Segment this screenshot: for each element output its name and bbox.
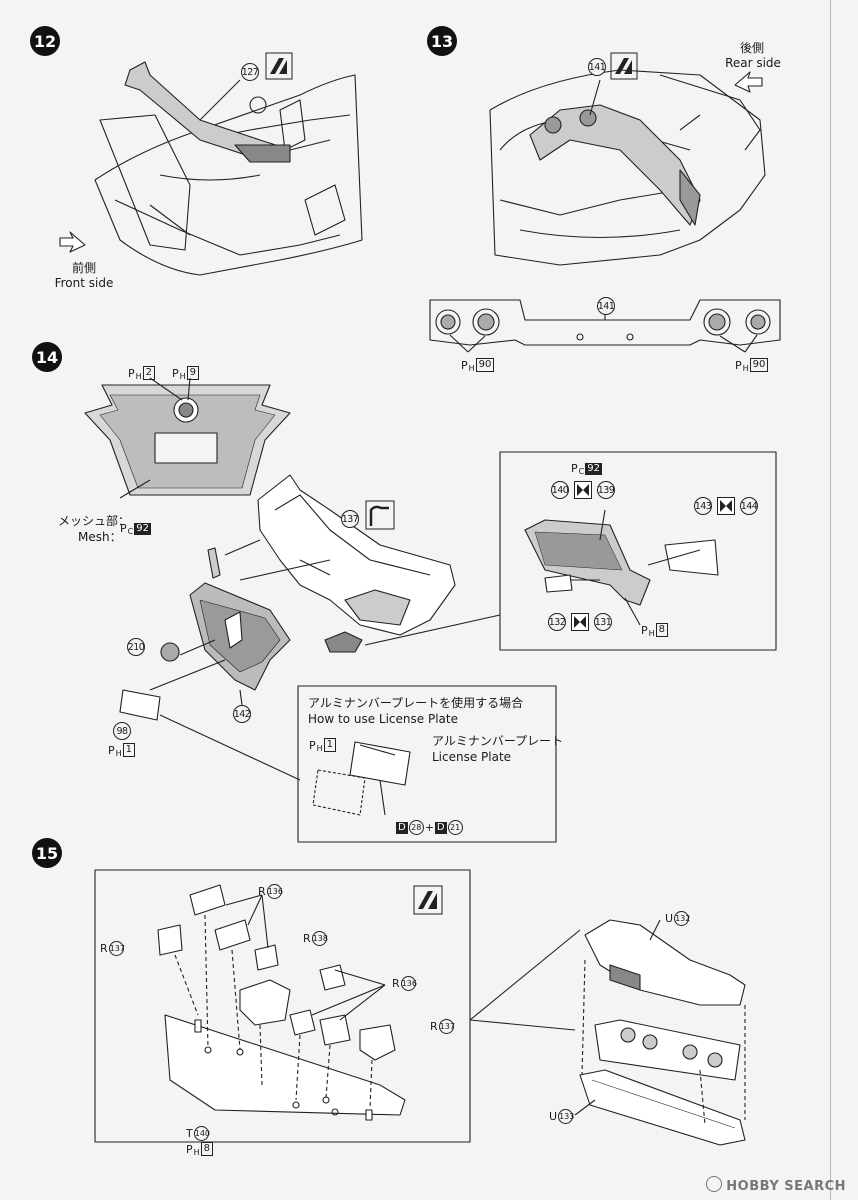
clear-parts-icon	[574, 481, 592, 499]
part-143-label: 143	[694, 497, 712, 515]
license-title-jp: アルミナンバープレートを使用する場合	[308, 696, 524, 710]
part-141-detail-label: 141	[597, 297, 615, 315]
part-141-label: 141	[588, 58, 606, 76]
watermark-text: HOBBY SEARCH	[726, 1179, 846, 1194]
front-side-jp: 前側	[71, 261, 96, 275]
rear-side-jp: 後側	[739, 41, 764, 55]
part-137-label: 137	[341, 510, 359, 528]
clear-parts-icon-3	[571, 613, 589, 631]
mesh-label-jp: メッシュ部：	[58, 514, 131, 528]
part-131-label: 131	[594, 613, 612, 631]
cement-icon-13	[610, 52, 638, 80]
part-132-label: 132	[548, 613, 566, 631]
step15-left-frame	[94, 869, 471, 1143]
rear-arrow-13	[734, 71, 763, 93]
step-12-badge: 12	[30, 26, 60, 56]
license-plate-drawing	[349, 741, 411, 786]
cement-icon	[265, 52, 293, 80]
part-127-label: 127	[241, 63, 259, 81]
step14-inset-frame	[499, 451, 777, 651]
decal-d28-d21: D 28 + D 21	[396, 820, 463, 835]
mesh-label-en: Mesh：	[78, 530, 122, 544]
part-144-label: 144	[740, 497, 758, 515]
license-plate-en: License Plate	[432, 750, 512, 764]
front-side-en: Front side	[54, 276, 114, 290]
step14-side-vent	[324, 631, 363, 653]
step14-grille-frame	[189, 582, 291, 706]
step14-emblem-210	[160, 642, 180, 662]
step15-rear-lamp-housing	[579, 919, 746, 1146]
part-142-label: 142	[233, 705, 251, 723]
watermark: HOBBY SEARCH	[706, 1176, 846, 1194]
clear-parts-icon-2	[717, 497, 735, 515]
step14-inset-drawing	[524, 509, 719, 626]
part-98-label: 98	[113, 722, 131, 740]
step-15-badge: 15	[32, 838, 62, 868]
step14-plate	[119, 689, 161, 721]
cement-icon-15	[413, 885, 443, 915]
step12-car-front-drawing	[94, 61, 363, 276]
step14-front-bumper	[224, 474, 456, 636]
step13-rear-panel-detail	[429, 299, 781, 353]
license-title-en: How to use License Plate	[308, 712, 458, 726]
page-edge-line	[830, 0, 831, 1200]
step15-lamp-base	[164, 1014, 406, 1121]
step-13-badge: 13	[427, 26, 457, 56]
part-140-label: 140	[551, 481, 569, 499]
license-plate-ghost	[312, 769, 366, 816]
license-plate-frame	[297, 685, 557, 843]
step14-grille-mesh	[84, 377, 291, 499]
step-14-badge: 14	[32, 342, 62, 372]
part-139-label: 139	[597, 481, 615, 499]
step13-car-rear-drawing	[489, 69, 766, 266]
front-arrow-12	[59, 231, 86, 253]
step15-right-guides	[581, 959, 746, 1126]
watermark-logo-icon	[706, 1176, 723, 1192]
step15-guide-lines	[174, 914, 373, 1109]
step15-lamp-parts	[157, 884, 396, 1061]
license-plate-jp: アルミナンバープレート	[432, 734, 564, 748]
step14-small-bracket	[207, 547, 221, 579]
part-210-label: 210	[127, 638, 145, 656]
bend-cut-icon	[365, 500, 395, 530]
rear-side-en: Rear side	[725, 56, 781, 70]
